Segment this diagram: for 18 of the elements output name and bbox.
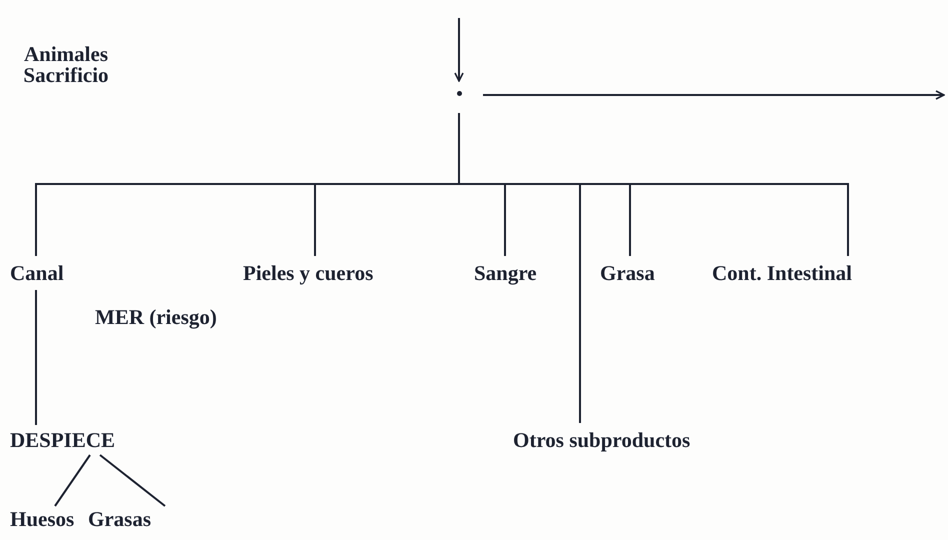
connector-line xyxy=(35,290,37,425)
node-label: Huesos xyxy=(10,500,74,540)
node-label: Grasas xyxy=(88,500,151,540)
node-label: Canal xyxy=(10,254,64,294)
node-label: Pieles y cueros xyxy=(243,254,374,294)
node-label: DESPIECE xyxy=(10,421,116,461)
connector-line xyxy=(54,454,91,507)
connector-line xyxy=(458,113,849,256)
connector-line xyxy=(99,454,166,507)
note-label: MER (riesgo) xyxy=(95,305,217,330)
node-label: Cont. Intestinal xyxy=(712,254,852,294)
node-label: Otros subproductos xyxy=(513,421,690,461)
node-label: Animales Sacrificio xyxy=(6,44,126,86)
junction-point xyxy=(456,90,462,96)
arrow xyxy=(483,90,945,100)
node-label: Grasa xyxy=(600,254,655,294)
node-label: Sangre xyxy=(474,254,537,294)
arrow xyxy=(454,18,464,82)
